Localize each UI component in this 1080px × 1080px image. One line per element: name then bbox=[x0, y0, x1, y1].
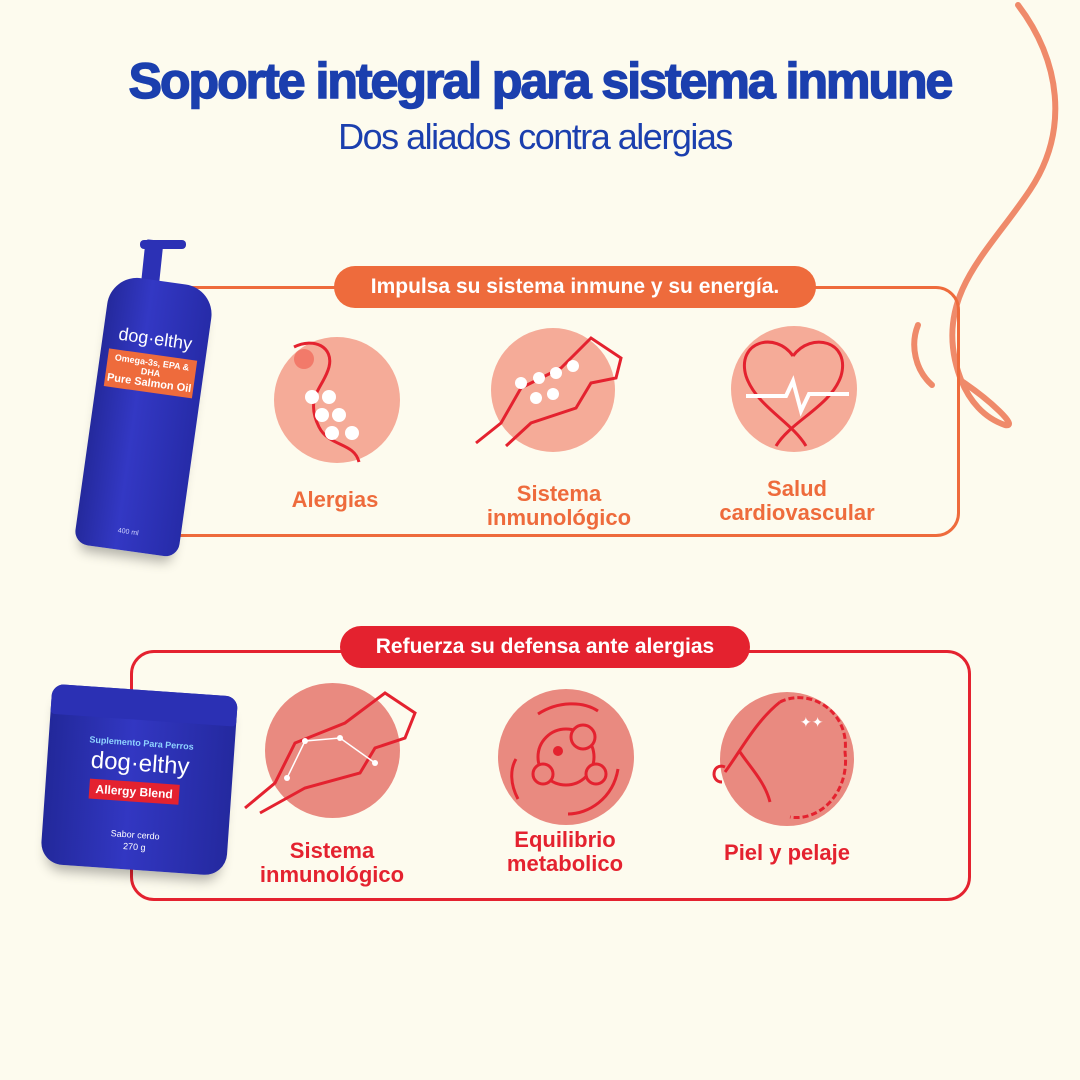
section-heading: Impulsa su sistema inmune y su energía. bbox=[334, 266, 816, 308]
allergy-blend-jar: Suplemento Para Perros dog·elthy Allergy… bbox=[39, 683, 239, 877]
svg-text:✦✦: ✦✦ bbox=[800, 714, 824, 730]
item-label: Piel y pelaje bbox=[724, 840, 850, 865]
dog-constellation-icon bbox=[244, 691, 417, 815]
section-heading: Refuerza su defensa ante alergias bbox=[340, 626, 750, 668]
heart-pulse-icon bbox=[742, 340, 849, 447]
page-title: Soporte integral para sistema inmune bbox=[128, 52, 954, 110]
poodle-icon: ✦✦ bbox=[712, 696, 848, 820]
immune-circle bbox=[265, 683, 400, 818]
item-label: Alergias bbox=[291, 487, 379, 512]
paw-icon bbox=[293, 341, 361, 463]
page-subtitle: Dos aliados contra alergias bbox=[338, 116, 733, 157]
skin-coat-circle bbox=[720, 692, 854, 826]
dog-jumping-icon bbox=[475, 336, 623, 448]
metabolism-cycle-icon bbox=[510, 702, 620, 816]
metabolism-circle bbox=[498, 689, 634, 825]
